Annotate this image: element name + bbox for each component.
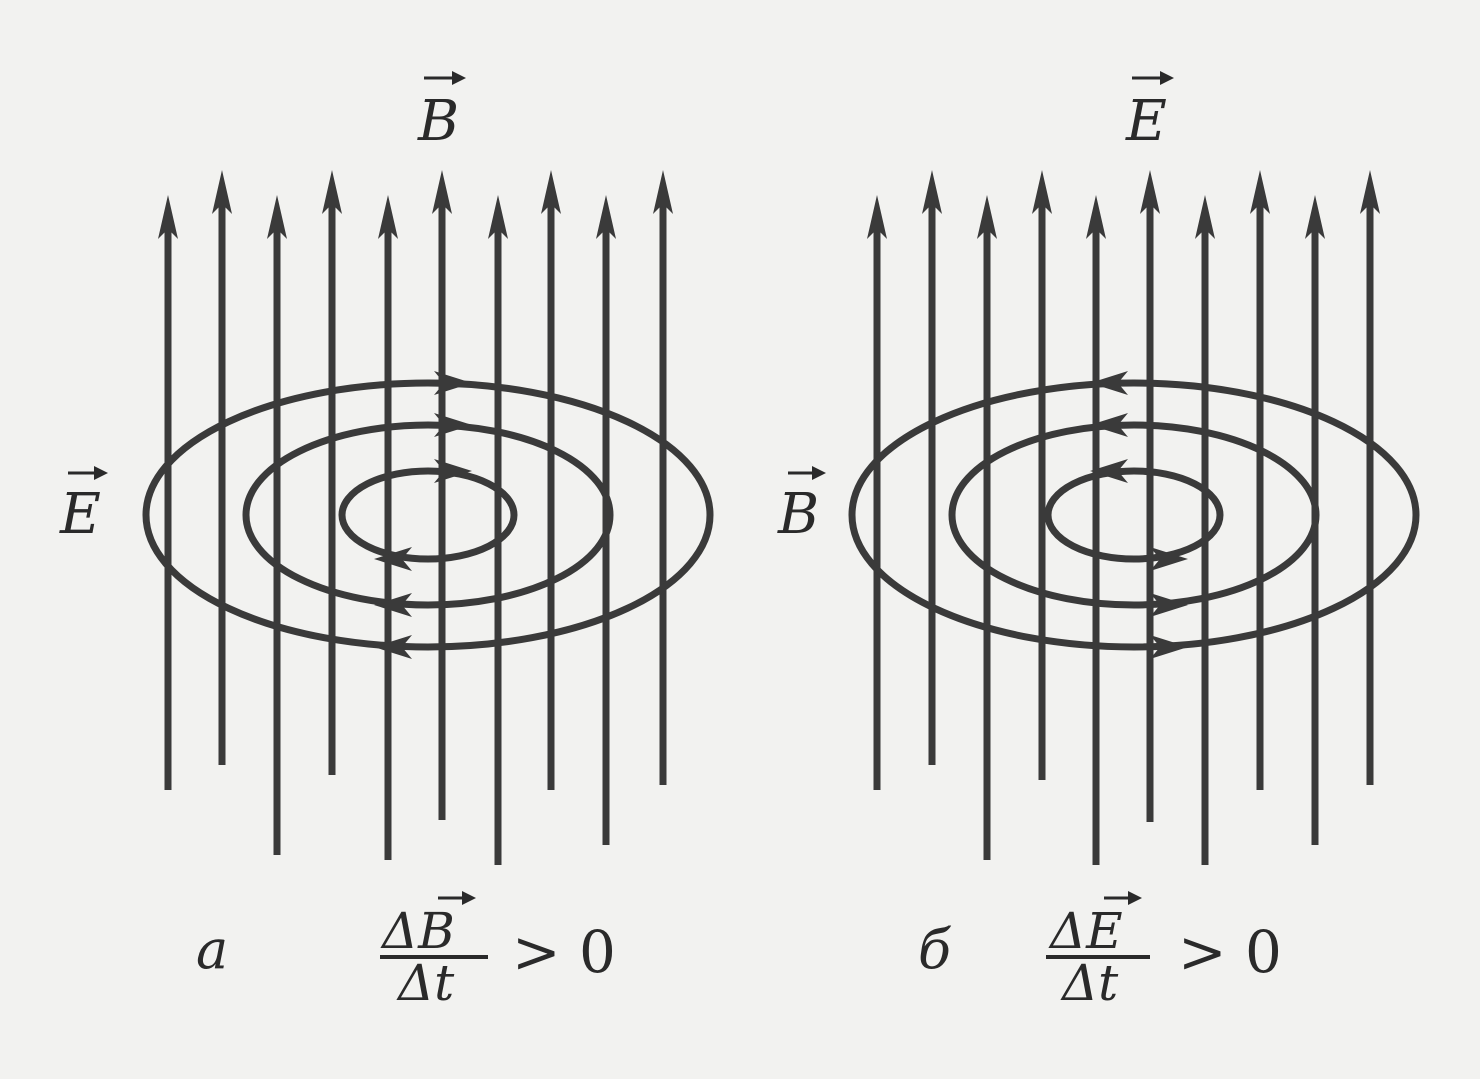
panel-a-loop-arrow-icon	[434, 459, 472, 483]
panel-b-loop-arrow-icon	[1150, 635, 1188, 659]
panel-a-loop-arrow-icon	[374, 593, 412, 617]
panel-b-field-line-arrow-icon	[1305, 195, 1325, 239]
panel-a-field-line-arrow-icon	[596, 195, 616, 239]
panel-a: B E a ΔB Δt > 0	[59, 71, 714, 1012]
panel-b-caption: б ΔE Δt > 0	[918, 891, 1282, 1012]
panel-a-field-line-arrow-icon	[378, 195, 398, 239]
panel-b-field-line-arrow-icon	[1086, 195, 1106, 239]
panel-b-fraction-numerator: ΔE	[1048, 902, 1123, 960]
panel-a-fraction-denominator: Δt	[396, 954, 455, 1012]
panel-b-loop-label: B	[777, 466, 826, 547]
panel-b-loops	[848, 371, 1420, 659]
panel-a-loop-arrow-icon	[434, 413, 472, 437]
panel-b-field-line-arrow-icon	[1140, 170, 1160, 214]
panel-a-field-label-text: B	[417, 89, 459, 154]
panel-a-caption: a ΔB Δt > 0	[196, 891, 616, 1012]
panel-a-field-line-arrow-icon	[322, 170, 342, 214]
panel-a-loop-arrow-icon	[374, 635, 412, 659]
panel-b-field-line-arrow-icon	[1360, 170, 1380, 214]
panel-b-loop-arrow-icon	[1150, 593, 1188, 617]
panel-b-field-line-arrow-icon	[1195, 195, 1215, 239]
panel-b-field-line-arrow-icon	[977, 195, 997, 239]
panel-b-fraction-denominator: Δt	[1060, 954, 1119, 1012]
panel-a-inequality: > 0	[512, 918, 616, 986]
panel-b-loop	[948, 421, 1320, 609]
panel-a-field-line-arrow-icon	[653, 170, 673, 214]
panel-a-field-line-arrow-icon	[267, 195, 287, 239]
panel-a-loop-arrow-icon	[434, 371, 472, 395]
panel-b-loop-arrow-icon	[1150, 547, 1188, 571]
panel-a-loops	[142, 371, 714, 659]
panel-b-loop-arrow-icon	[1090, 459, 1128, 483]
panel-a-field-label: B	[417, 71, 466, 154]
panel-a-loop	[242, 421, 614, 609]
panel-b-caption-letter: б	[918, 918, 952, 981]
panel-a-loop	[142, 379, 714, 651]
panel-b-loop-label-text: B	[777, 482, 819, 547]
panel-b-field-label: E	[1125, 71, 1174, 154]
panel-b-field-label-text: E	[1125, 89, 1167, 154]
panel-a-field-line-arrow-icon	[212, 170, 232, 214]
panel-a-loop-label-text: E	[59, 482, 101, 547]
panel-b-field-line-arrow-icon	[922, 170, 942, 214]
panel-a-field-line-arrow-icon	[541, 170, 561, 214]
panel-b-loop	[1044, 467, 1224, 563]
panel-b: E B б ΔE Δt > 0	[777, 71, 1420, 1012]
panel-a-field-line-arrow-icon	[488, 195, 508, 239]
panel-b-loop-arrow-icon	[1090, 371, 1128, 395]
panel-b-inequality: > 0	[1178, 918, 1282, 986]
panel-a-field-lines	[158, 170, 673, 865]
panel-b-field-line-arrow-icon	[1032, 170, 1052, 214]
panel-b-field-line-arrow-icon	[867, 195, 887, 239]
panel-a-loop-label: E	[59, 466, 108, 547]
panel-b-field-lines	[867, 170, 1380, 865]
panel-a-field-line-arrow-icon	[432, 170, 452, 214]
panel-b-loop	[848, 379, 1420, 651]
panel-a-fraction-numerator: ΔB	[380, 902, 455, 960]
panel-a-caption-letter: a	[196, 918, 228, 981]
panel-b-loop-arrow-icon	[1090, 413, 1128, 437]
panel-b-field-line-arrow-icon	[1250, 170, 1270, 214]
panel-a-loop-arrow-icon	[374, 547, 412, 571]
panel-a-loop	[338, 467, 518, 563]
panel-a-field-line-arrow-icon	[158, 195, 178, 239]
